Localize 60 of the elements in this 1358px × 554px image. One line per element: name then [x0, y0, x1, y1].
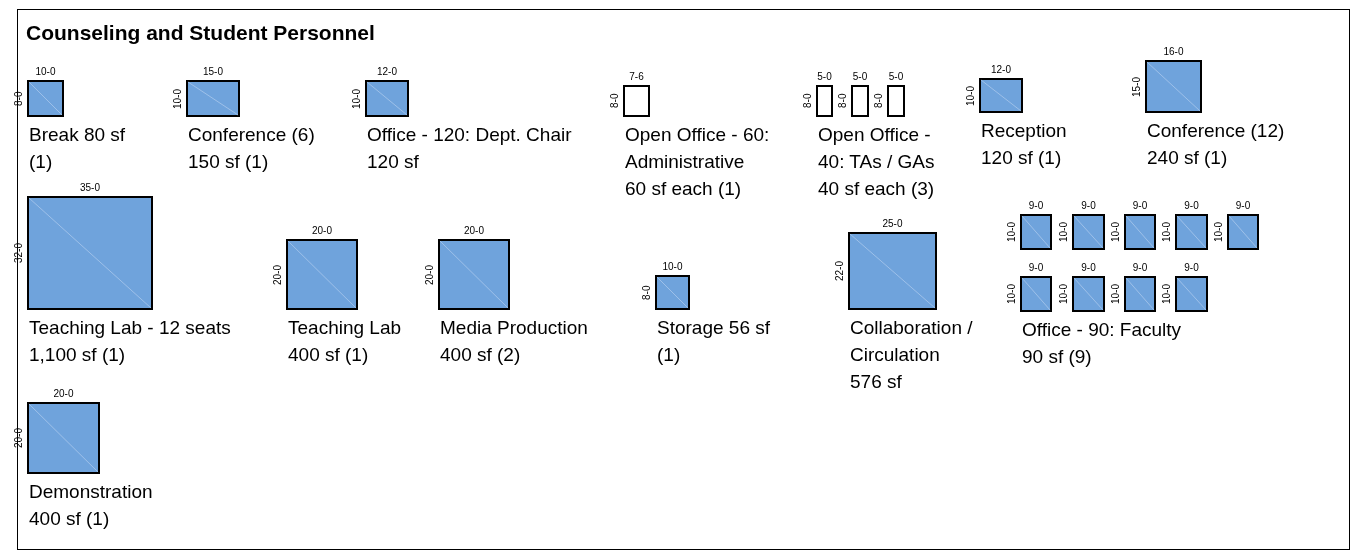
dimension-label: 10-0 — [1110, 221, 1122, 244]
room-label: Office - 120: Dept. Chair 120 sf — [367, 123, 573, 174]
room-label: Conference (12) 240 sf (1) — [1147, 119, 1286, 170]
dimension-label: 10-0 — [1058, 221, 1070, 244]
room-label: Demonstration 400 sf (1) — [29, 480, 154, 531]
dimension-label: 10-0 — [661, 261, 684, 273]
dimension-label: 9-0 — [1027, 262, 1045, 274]
dimension-label: 10-0 — [1110, 283, 1122, 306]
dimension-label: 10-0 — [1161, 283, 1173, 306]
dimension-label: 5-0 — [851, 71, 869, 83]
dimension-label: 8-0 — [873, 92, 885, 111]
dimension-label: 15-0 — [202, 66, 224, 78]
room-label: Collaboration / Circulation 576 sf — [850, 316, 974, 394]
room-label: Open Office - 40: TAs / GAs 40 sf each (3) — [818, 123, 936, 201]
dimension-label: 10-0 — [172, 87, 184, 111]
dimension-label: 5-0 — [887, 71, 905, 83]
dimension-label: 35-0 — [79, 182, 101, 194]
dimension-label: 9-0 — [1080, 200, 1097, 212]
dimension-label: 10-0 — [965, 84, 977, 108]
room-label: Office - 90: Faculty 90 sf (9) — [1022, 318, 1183, 369]
dimension-label: 22-0 — [834, 260, 846, 283]
dimension-label: 5-0 — [816, 71, 833, 83]
dimension-label: 10-0 — [1161, 221, 1173, 244]
dimension-label: 20-0 — [424, 263, 436, 287]
room-label: Media Production 400 sf (2) — [440, 316, 589, 367]
dimension-label: 12-0 — [990, 64, 1012, 76]
room-label: Open Office - 60: Administrative 60 sf each (1) — [625, 123, 770, 201]
dimension-label: 10-0 — [1213, 221, 1225, 244]
dimension-label: 9-0 — [1131, 200, 1149, 212]
dimension-label: 9-0 — [1027, 200, 1045, 212]
dimension-label: 9-0 — [1183, 200, 1200, 212]
dimension-label: 9-0 — [1080, 262, 1097, 274]
room-label: Conference (6) 150 sf (1) — [188, 123, 316, 174]
diagram-title: Counseling and Student Personnel — [26, 20, 375, 46]
dimension-label: 10-0 — [1006, 283, 1018, 306]
dimension-label: 20-0 — [52, 388, 75, 400]
room-label: Teaching Lab - 12 seats 1,100 sf (1) — [29, 316, 232, 367]
dimension-label: 20-0 — [463, 225, 485, 237]
dimension-label: 10-0 — [1006, 221, 1018, 244]
room-label: Storage 56 sf (1) — [657, 316, 772, 367]
dimension-label: 10-0 — [34, 66, 57, 78]
dimension-label: 9-0 — [1234, 200, 1252, 212]
dimension-label: 8-0 — [641, 284, 653, 302]
dimension-label: 8-0 — [609, 92, 621, 111]
dimension-label: 25-0 — [881, 218, 904, 230]
dimension-label: 12-0 — [376, 66, 398, 78]
dimension-label: 15-0 — [1131, 75, 1143, 99]
room-label: Break 80 sf (1) — [29, 123, 127, 174]
dimension-label: 10-0 — [1058, 283, 1070, 306]
dimension-label: 10-0 — [351, 87, 363, 111]
dimension-label: 16-0 — [1162, 46, 1185, 58]
dimension-label: 8-0 — [837, 92, 849, 111]
dimension-label: 7-6 — [628, 71, 645, 83]
dimension-label: 9-0 — [1131, 262, 1149, 274]
room-label: Reception 120 sf (1) — [981, 119, 1068, 170]
dimension-label: 20-0 — [272, 263, 284, 287]
dimension-label: 9-0 — [1183, 262, 1200, 274]
dimension-label: 8-0 — [802, 92, 814, 111]
dimension-label: 20-0 — [311, 225, 333, 237]
room-label: Teaching Lab 400 sf (1) — [288, 316, 403, 367]
